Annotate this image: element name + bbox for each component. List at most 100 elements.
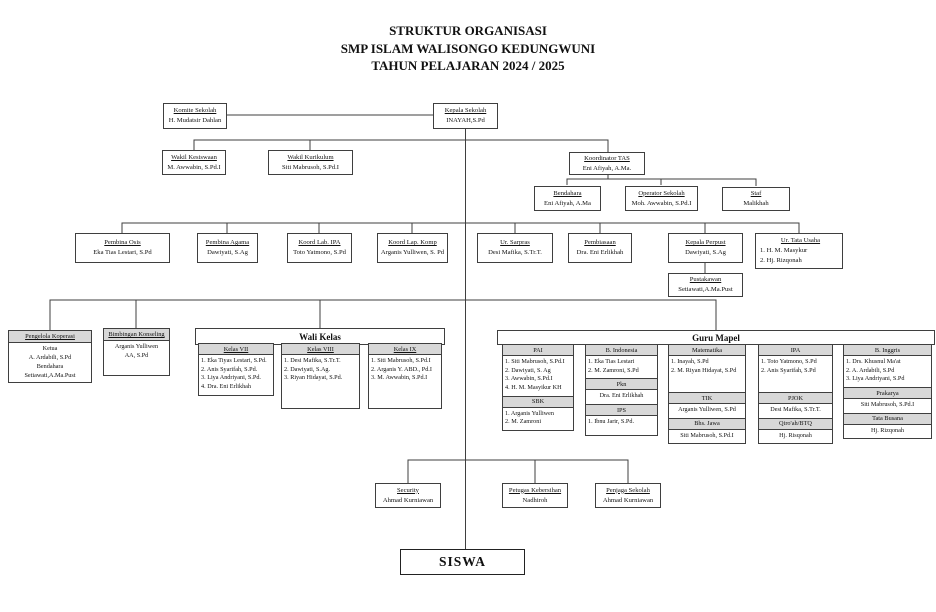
box-name: M. Awwabin, S.Pd.I (167, 163, 221, 171)
subject-member: 1. Toto Yatmono, S.Pd (761, 358, 817, 365)
box-name: Setiawati,A.Ma.Pust (678, 286, 733, 293)
box-name: Eka Tias Lestari, S.Pd (93, 249, 152, 256)
box-kepala-perpust: Kepala Perpust Dawiyati, S.Ag (668, 233, 743, 263)
subject-member: 1. Ibnu Jarir, S.Pd. (588, 418, 634, 426)
box-pustakawan: Pustakawan Setiawati,A.Ma.Pust (668, 273, 743, 297)
box-member: 2. Hj. Rizqonah (760, 256, 802, 264)
page-title: STRUKTUR ORGANISASI SMP ISLAM WALISONGO … (0, 22, 936, 75)
box-name: Dra. Eni Erlikhah (576, 249, 624, 256)
subject-member: Desi Mafika, S.Tr.T. (770, 406, 821, 413)
box-wakil-kurikulum: Wakil Kurikulum Siti Mabrusoh, S.Pd.I (268, 150, 353, 175)
box-penjaga-sekolah: Penjaga Sekolah Ahmad Kurniawan (595, 483, 661, 508)
group-header: Pengelola Koperasi (9, 331, 91, 344)
wali-kelas-col-viii: Kelas VIII 1. Desi Mafika, S.Tr.T. 2. Da… (281, 343, 360, 409)
wali-kelas-member: 4. Dra. Eni Erlikhah (201, 383, 252, 391)
subject-member: 1. Siti Mabrusoh, S.Pd.I (505, 358, 565, 365)
box-title: Security (397, 486, 419, 494)
subject-member: 2. Anis Syarifah, S.Pd (761, 366, 816, 374)
subject-member: 2. A. Ardabili, S.Pd (846, 366, 895, 374)
guru-mapel-header: Guru Mapel (497, 330, 935, 345)
guru-mapel-col-1: PAI 1. Siti Mabrusoh, S.Pd.I 2. Dawiyati… (502, 344, 574, 432)
box-name: Nadhiroh (522, 496, 548, 504)
box-name: Siti Mabrusoh, S.Pd.I (282, 163, 339, 171)
subject-member: 4. H. M. Masyikur KH (505, 384, 562, 392)
box-security: Security Ahmad Kurniawan (375, 483, 441, 508)
box-title: Koordinator TAS (584, 154, 630, 162)
box-title: Pembiasaan (584, 239, 616, 247)
wali-kelas-member: 1. Eka Tiyas Lestari, S.Pd. (201, 357, 267, 364)
subject-member: 3. Awwabin, S.Pd.I (505, 375, 553, 383)
box-title: Pembina Agama (205, 239, 250, 247)
box-bendahara: Bendahara Eni Afiyah, A.Ma (534, 186, 601, 211)
box-name: H. Mudatsir Dahlan (168, 117, 222, 124)
wali-kelas-member: 3. Liya Andriyani, S.Pd. (201, 374, 261, 382)
subject-member: 1. Drs. Khusnul Ma'at (846, 358, 901, 365)
subject-member: 2. M. Zamroni, S.Pd (588, 366, 639, 374)
box-wakil-kesiswaan: Wakil Kesiswaan M. Awwabin, S.Pd.I (162, 150, 226, 175)
box-title: Ur. Tata Usaha (780, 237, 821, 245)
box-title: Koord Lap. Komp (388, 239, 437, 247)
box-name: Eni Afiyah, A.Ma. (582, 164, 632, 172)
group-line: Bendahara (36, 363, 64, 371)
box-title: Petugas Kebersihan (508, 486, 562, 494)
group-line: A. Ardabili, S.Pd (28, 354, 72, 362)
box-koord-lap-komp: Koord Lap. Komp Arganis Yulliwen, S. Pd (377, 233, 448, 263)
guru-mapel-col-5: B. Inggris 1. Drs. Khusnul Ma'at 2. A. A… (843, 344, 932, 440)
box-koord-lab-ipa: Koord Lab. IPA Toto Yatmono, S.Pd (287, 233, 352, 263)
group-line: Setiawati,A.Ma.Pust (24, 372, 76, 380)
box-title: Wakil Kesiswaan (171, 153, 217, 161)
group-line: Arganis Yulliwen (114, 343, 159, 351)
wali-kelas-member: 3. Riyan Hidayat, S.Pd. (284, 374, 343, 382)
box-name: Desi Mafika, S.Tr.T. (488, 249, 542, 256)
subject-member: 3. Liya Andriyani, S.Pd (846, 375, 905, 383)
title-line3: TAHUN PELAJARAN 2024 / 2025 (371, 58, 565, 73)
box-name: Moh. Awwabin, S.Pd.I (631, 199, 692, 207)
wali-kelas-member: 1. Siti Mabrusoh, S.Pd.I (371, 357, 431, 364)
wali-kelas-col-ix: Kelas IX 1. Siti Mabrusoh, S.Pd.I 2. Arg… (368, 343, 442, 409)
subject-member: Arganis Yulliwen, S.Pd (678, 406, 736, 413)
box-name: Dawiyati, S.Ag (685, 249, 726, 256)
wali-kelas-col-vii: Kelas VII 1. Eka Tiyas Lestari, S.Pd. 2.… (198, 343, 274, 396)
box-name: Eni Afiyah, A.Ma (544, 199, 591, 207)
group-line: Ketua (42, 345, 58, 353)
box-koordinator-tas: Koordinator TAS Eni Afiyah, A.Ma. (569, 152, 645, 175)
guru-mapel-col-4: IPA 1. Toto Yatmono, S.Pd 2. Anis Syarif… (758, 344, 833, 445)
wali-kelas-member: 2. Arganis Y. ABD., Pd.I (371, 365, 432, 373)
subject-member: Hj. Rizqonah (871, 426, 904, 434)
subject-member: 1. Eka Tias Lestari (588, 358, 635, 365)
wali-kelas-member: 2. Dawiyati, S.Ag. (284, 365, 331, 373)
box-title: Penjaga Sekolah (606, 486, 650, 494)
box-title: Komite Sekolah (173, 107, 217, 115)
wali-kelas-label: Wali Kelas (299, 331, 341, 342)
subject-member: Siti Mabrusoh, S.Pd.I (860, 401, 915, 409)
box-operator-sekolah: Operator Sekolah Moh. Awwabin, S.Pd.I (625, 186, 698, 211)
group-bimbingan-konseling: Bimbingan Konseling Arganis Yulliwen AA,… (103, 328, 170, 376)
box-title: Pembina Osis (104, 239, 141, 247)
wali-kelas-member: 2. Anis Syarifah, S.Pd. (201, 365, 258, 373)
box-title: Bendahara (553, 189, 582, 197)
box-pembina-osis: Pembina Osis Eka Tias Lestari, S.Pd (75, 233, 170, 263)
box-siswa: SISWA (400, 549, 525, 575)
box-staf: Staf Malikhah (722, 187, 790, 211)
title-line2: SMP ISLAM WALISONGO KEDUNGWUNI (340, 40, 596, 56)
guru-mapel-label: Guru Mapel (692, 332, 740, 343)
wali-kelas-member: 1. Desi Mafika, S.Tr.T. (284, 357, 341, 364)
subject-member: Hj. Risqonah (779, 431, 812, 439)
box-name: Ahmad Kurniawan (602, 496, 654, 504)
subject-member: 1. Inayah, S.Pd (671, 358, 709, 365)
group-header: Bimbingan Konseling (104, 329, 169, 342)
subject-member: 2. M. Zamroni (505, 418, 542, 426)
box-name: Ahmad Kurniawan (382, 496, 434, 504)
box-name: Dawiyati, S.Ag (207, 249, 248, 256)
box-title: Operator Sekolah (638, 189, 685, 197)
box-komite-sekolah: Komite Sekolah H. Mudatsir Dahlan (163, 103, 227, 129)
subject-member: 2. Dawiyati, S. Ag (505, 366, 551, 374)
title-line1: STRUKTUR ORGANISASI (389, 23, 547, 38)
box-member: 1. H. M. Masykur (760, 247, 808, 255)
box-title: Ur. Sarpras (500, 239, 530, 247)
group-line: AA, S.Pd (124, 352, 149, 360)
box-name: Malikhah (743, 200, 769, 207)
subject-header: IPA (758, 344, 833, 356)
